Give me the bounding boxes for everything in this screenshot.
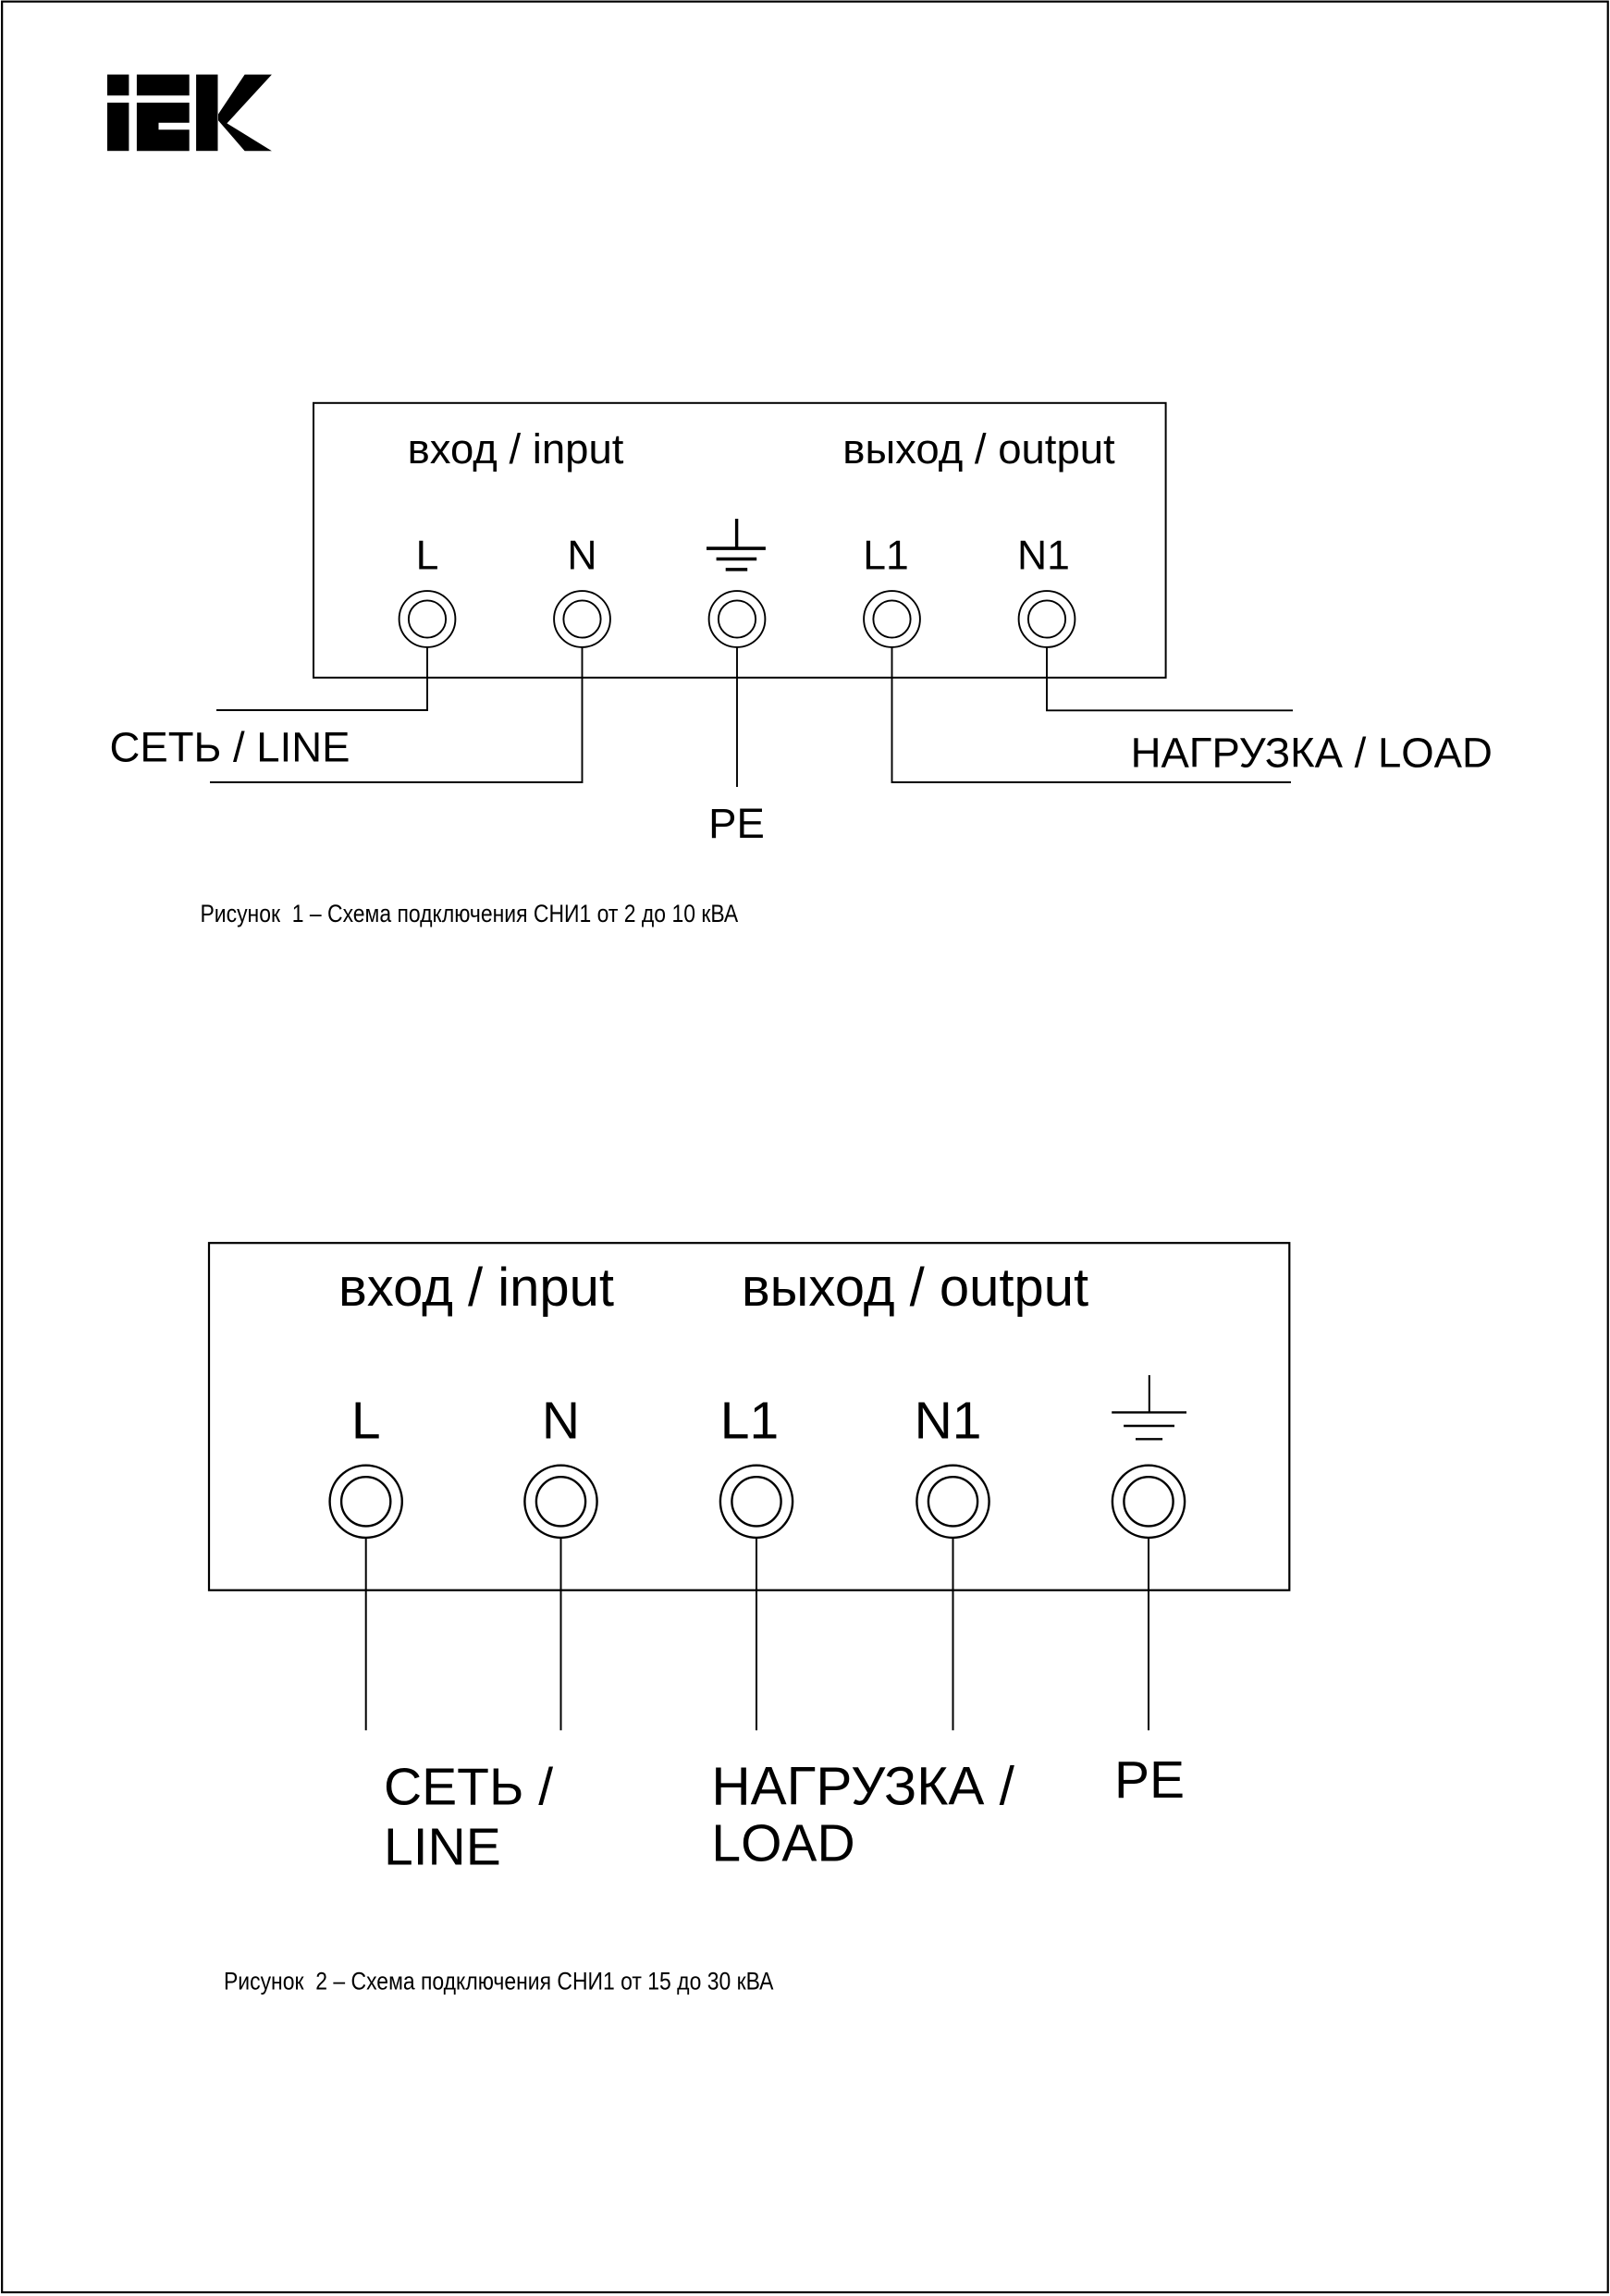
svg-text:НАГРУЗКА /: НАГРУЗКА / bbox=[711, 1757, 1014, 1817]
svg-text:PE: PE bbox=[708, 800, 765, 847]
svg-text:LINE: LINE bbox=[384, 1818, 501, 1877]
svg-text:выход / output: выход / output bbox=[842, 425, 1115, 473]
svg-text:НАГРУЗКА / LOAD: НАГРУЗКА / LOAD bbox=[1131, 730, 1493, 777]
svg-text:Рисунок 2 – Схема подключения: Рисунок 2 – Схема подключения СНИ1 от 15… bbox=[224, 1968, 774, 1995]
svg-text:N1: N1 bbox=[915, 1392, 982, 1451]
svg-text:N1: N1 bbox=[1017, 534, 1070, 579]
svg-text:LOAD: LOAD bbox=[711, 1814, 854, 1873]
svg-text:N: N bbox=[542, 1392, 580, 1451]
svg-text:L: L bbox=[416, 534, 439, 579]
svg-text:L1: L1 bbox=[720, 1392, 779, 1451]
svg-text:L1: L1 bbox=[863, 534, 909, 579]
svg-text:N: N bbox=[567, 534, 596, 579]
svg-text:СЕТЬ /: СЕТЬ / bbox=[384, 1758, 553, 1817]
svg-text:вход / input: вход / input bbox=[408, 425, 624, 473]
svg-text:РЕ: РЕ bbox=[1114, 1750, 1185, 1810]
svg-text:СЕТЬ / LINE: СЕТЬ / LINE bbox=[110, 724, 350, 771]
svg-text:выход / output: выход / output bbox=[742, 1258, 1088, 1318]
svg-text:L: L bbox=[351, 1392, 381, 1451]
svg-text:вход / input: вход / input bbox=[338, 1258, 614, 1318]
svg-text:Рисунок 1 – Схема подключения: Рисунок 1 – Схема подключения СНИ1 от 2 … bbox=[201, 900, 739, 927]
